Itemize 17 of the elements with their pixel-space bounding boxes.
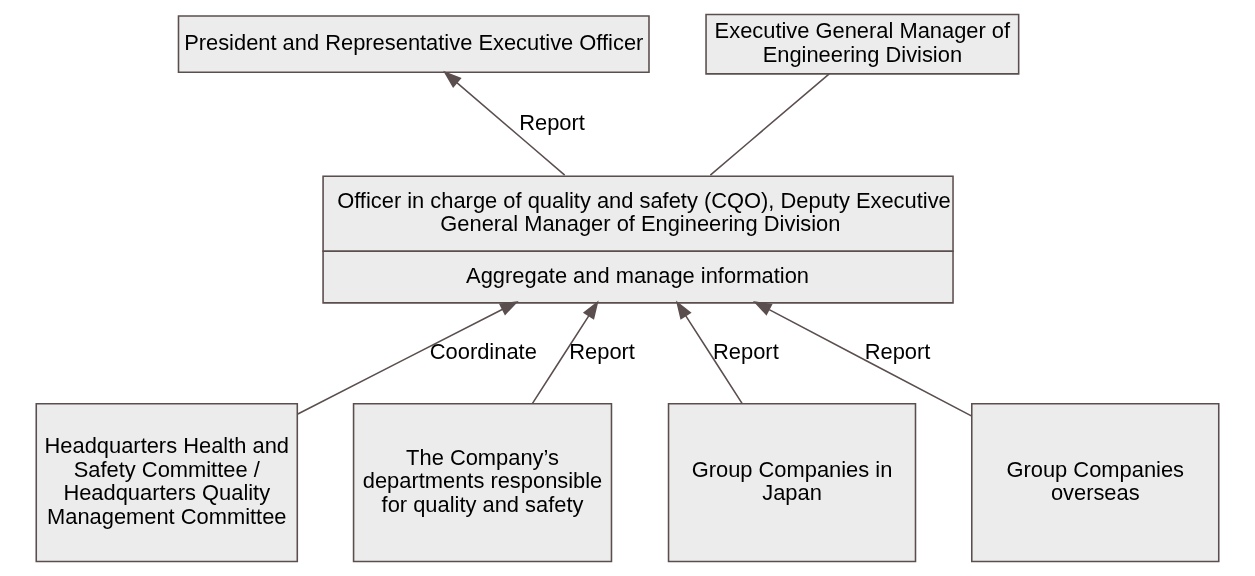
arrow [752,301,973,417]
node-box: President and Representative Executive Officer [177,15,650,74]
arrow [531,300,599,405]
node-box: Headquarters Health and Safety Committee / Headquarters Quality Management Committee [35,402,299,563]
edge-label: Coordinate [429,338,537,364]
node-box: The Company’s departments responsible for quality and safety [352,402,613,563]
edge-label: Report [713,338,779,364]
connector [709,73,830,176]
arrow [675,300,743,405]
edge-label: Report [864,338,931,364]
arrow [443,70,566,176]
arrow [297,301,519,415]
node-box: Group Companies in Japan [667,402,917,563]
node-box: Group Companies overseas [971,402,1220,563]
edge-label: Report [519,110,585,136]
node-box: Executive General Manager of Engineering Division [705,13,1020,75]
edge-label: Report [569,338,635,364]
